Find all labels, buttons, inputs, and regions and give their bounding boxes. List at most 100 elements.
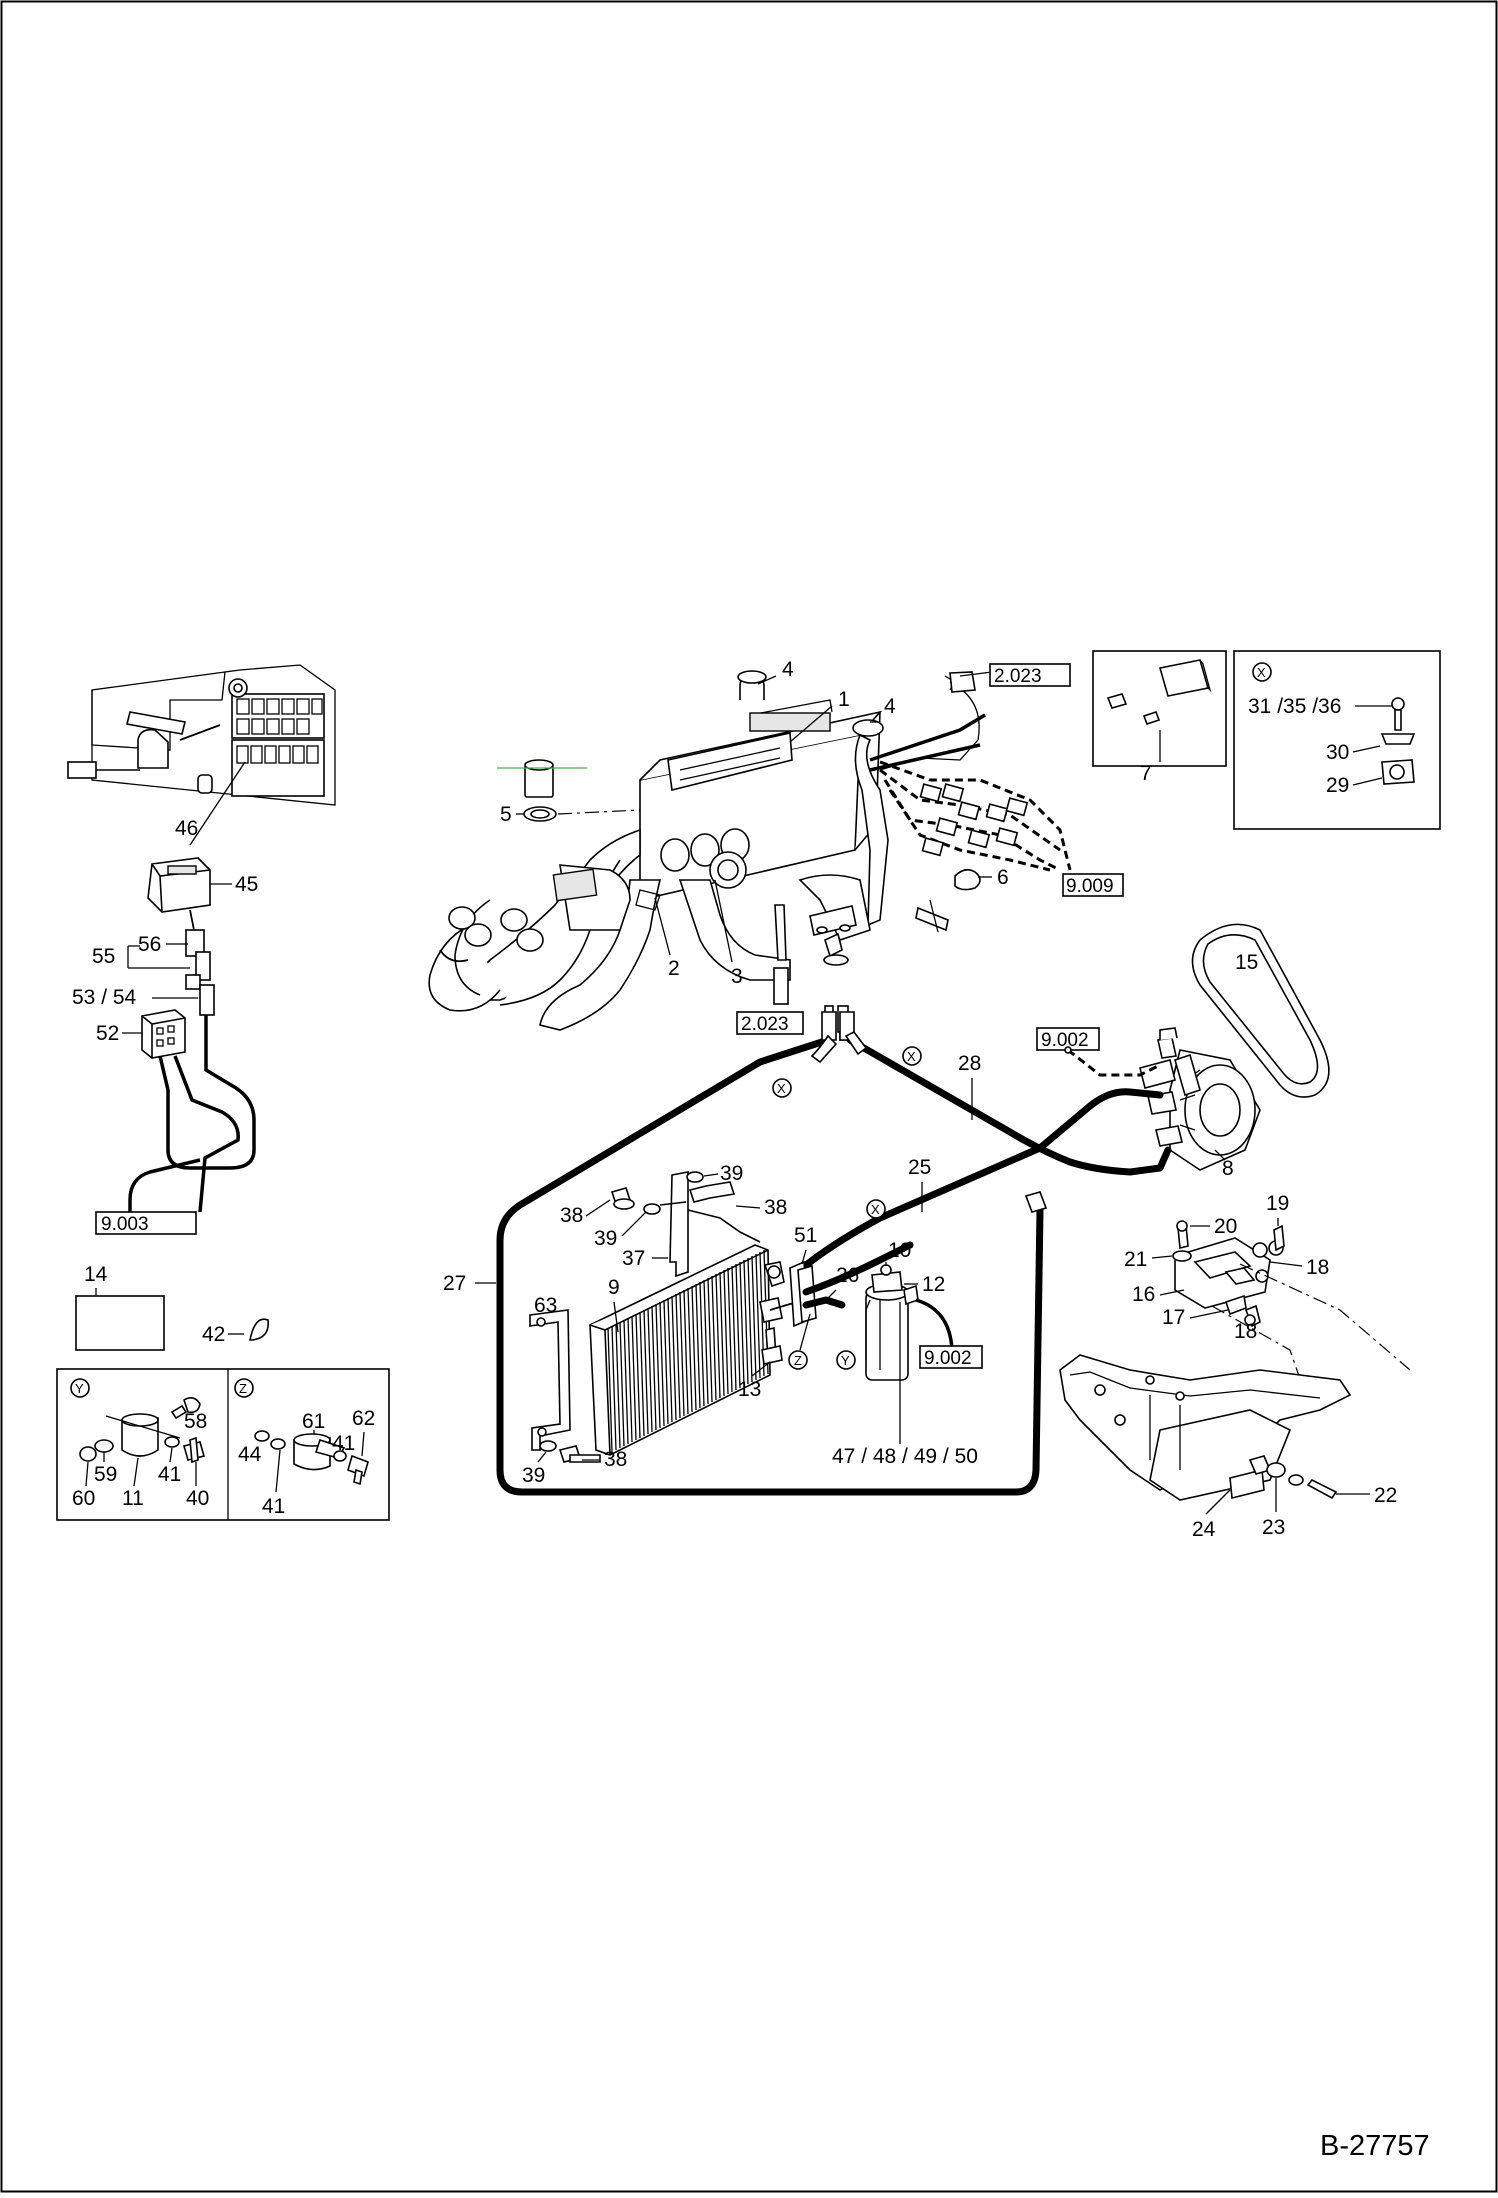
part-label-51: 51	[794, 1224, 817, 1247]
compressor-bracket-assembly	[1059, 1220, 1411, 1501]
condenser-fin	[611, 1325, 617, 1451]
part-label-56: 56	[138, 933, 161, 956]
condenser-fin	[683, 1289, 689, 1415]
condenser-fin	[707, 1277, 713, 1403]
part-label-28: 28	[958, 1052, 981, 1075]
part-label-41c: 41	[262, 1495, 285, 1518]
part-label-24: 24	[1192, 1518, 1216, 1541]
part-label-4a: 4	[782, 658, 794, 681]
condenser-fin	[755, 1253, 761, 1379]
receiver-drier	[865, 1264, 954, 1381]
part-label-4b: 4	[884, 695, 896, 718]
part-label-14: 14	[84, 1263, 108, 1286]
refrigerant-hoses	[496, 1011, 1172, 1496]
part-label-38a: 38	[560, 1204, 583, 1227]
ref-9-003: 9.003	[101, 1214, 149, 1235]
part-label-37: 37	[622, 1247, 645, 1270]
ref-box-9-009	[1062, 873, 1124, 897]
part-label-6: 6	[997, 866, 1009, 889]
part-label-47-50: 47 / 48 / 49 / 50	[832, 1445, 978, 1468]
part-label-29: 29	[1326, 774, 1349, 797]
condenser-fin	[723, 1269, 729, 1395]
part-label-42: 42	[202, 1323, 225, 1346]
condenser-fin	[711, 1275, 717, 1401]
condenser-fin	[747, 1257, 753, 1383]
part-label-59: 59	[94, 1463, 117, 1486]
condenser-fin	[731, 1265, 737, 1391]
part-label-55: 55	[92, 945, 115, 968]
part-label-22: 22	[1374, 1484, 1397, 1507]
ref-2-023a: 2.023	[994, 666, 1042, 687]
marker-x3: X	[871, 1202, 880, 1217]
part-label-21: 21	[1124, 1248, 1147, 1271]
detail-box-7: 7	[1092, 650, 1227, 785]
condenser-fin	[623, 1319, 629, 1445]
condenser-fin	[615, 1323, 621, 1449]
part-label-5: 5	[500, 803, 512, 826]
ref-9-002a: 9.002	[1041, 1030, 1089, 1051]
part-label-53-54: 53 / 54	[72, 986, 137, 1009]
part-label-23: 23	[1262, 1516, 1285, 1539]
condenser-fin	[703, 1279, 709, 1405]
part-label-44: 44	[238, 1443, 262, 1466]
condenser-fin	[627, 1317, 633, 1443]
part-label-61: 61	[302, 1410, 325, 1433]
part-label-39b: 39	[594, 1227, 617, 1250]
marker-x1-circle	[772, 1078, 792, 1098]
part-label-38b: 38	[764, 1196, 787, 1219]
part-label-19: 19	[1266, 1192, 1289, 1215]
condenser-fin	[719, 1271, 725, 1397]
part-label-27: 27	[443, 1272, 466, 1295]
part-label-15: 15	[1235, 951, 1258, 974]
condenser-fin	[607, 1327, 613, 1453]
condenser-fin	[639, 1311, 645, 1437]
condenser-fin	[691, 1285, 697, 1411]
part-label-18a: 18	[1306, 1256, 1329, 1279]
part-label-38c: 38	[604, 1448, 627, 1471]
drawing-number: B-27757	[1320, 2130, 1430, 2162]
marker-x3-circle	[866, 1199, 886, 1219]
condenser-fin	[727, 1267, 733, 1393]
part-label-18b: 18	[1234, 1320, 1257, 1343]
condenser-fin	[663, 1299, 669, 1425]
condenser-fin	[671, 1295, 677, 1421]
ref-box-2-023b	[736, 1011, 804, 1035]
part-label-45: 45	[235, 873, 258, 896]
marker-z1-circle	[788, 1350, 808, 1370]
condenser-fin	[687, 1287, 693, 1413]
part-label-17: 17	[1162, 1306, 1185, 1329]
part-label-30: 30	[1326, 741, 1349, 764]
marker-x2: X	[907, 1049, 916, 1064]
part-label-52: 52	[96, 1022, 119, 1045]
part-label-10: 10	[888, 1239, 911, 1262]
marker-z1: Z	[794, 1353, 802, 1368]
part-label-63: 63	[534, 1294, 557, 1317]
condenser-fin	[619, 1321, 625, 1447]
condenser-fin	[659, 1301, 665, 1427]
condenser-fin	[695, 1283, 701, 1409]
condenser-fin	[699, 1281, 705, 1407]
part-label-60: 60	[72, 1487, 95, 1510]
item-14-sheet	[75, 1295, 165, 1351]
marker-y1: Y	[841, 1353, 850, 1368]
part-label-25: 25	[908, 1156, 931, 1179]
condenser-fin	[743, 1259, 749, 1385]
condenser-fin	[651, 1305, 657, 1431]
condenser-fin	[679, 1291, 685, 1417]
condenser-fin	[715, 1273, 721, 1399]
marker-z-box: Z	[239, 1381, 247, 1396]
part-label-12: 12	[922, 1273, 945, 1296]
ref-box-2-023a	[989, 663, 1071, 687]
condenser-fin	[735, 1263, 741, 1389]
condenser-fin	[631, 1315, 637, 1441]
part-label-58: 58	[184, 1410, 207, 1433]
condenser-fin	[647, 1307, 653, 1433]
marker-x1: X	[777, 1081, 786, 1096]
part-label-39c: 39	[522, 1464, 545, 1487]
condenser-fin	[635, 1313, 641, 1439]
condenser-fin	[751, 1255, 757, 1381]
detail-box-x: X 31 /35 /36 30 29	[1233, 650, 1441, 830]
